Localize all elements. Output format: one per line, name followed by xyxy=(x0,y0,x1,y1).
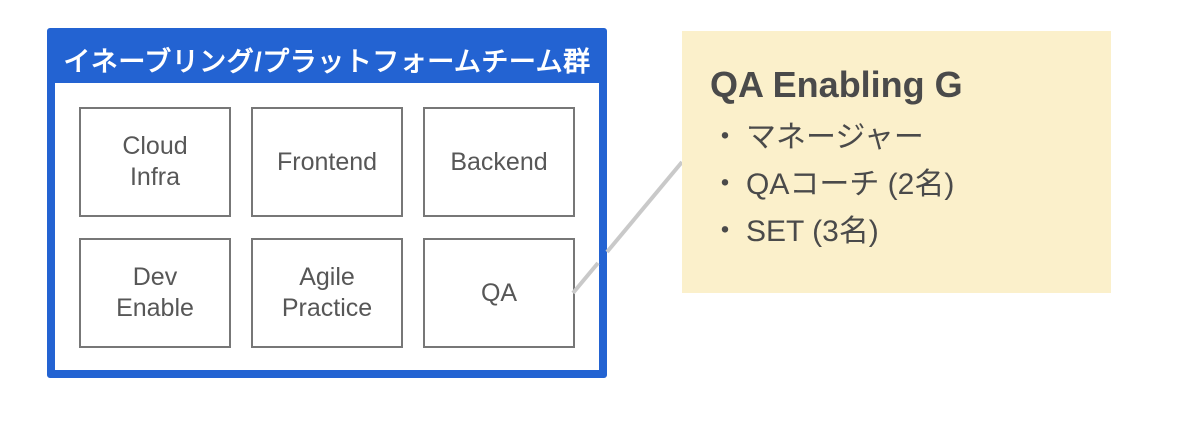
enabling-platform-team-group-box: イネーブリング/プラットフォームチーム群 Cloud Infra Fronten… xyxy=(47,28,607,378)
note-item: ・ SET (3名) xyxy=(710,208,1083,255)
bullet-dot: ・ xyxy=(710,215,740,248)
team-box-qa: QA xyxy=(423,238,575,348)
note-title: QA Enabling G xyxy=(710,64,963,105)
connector-segment-outer xyxy=(605,160,684,254)
note-item-label: QAコーチ (2名) xyxy=(746,168,955,201)
note-list: ・ マネージャー ・ QAコーチ (2名) ・ SET (3名) xyxy=(710,114,1083,255)
qa-enabling-note-box: QA Enabling G ・ マネージャー ・ QAコーチ (2名) ・ SE… xyxy=(682,31,1111,293)
team-box-cloud-infra: Cloud Infra xyxy=(79,107,231,217)
bullet-dot: ・ xyxy=(710,168,740,201)
team-box-dev-enable: Dev Enable xyxy=(79,238,231,348)
note-item: ・ マネージャー xyxy=(710,114,1083,161)
bullet-dot: ・ xyxy=(710,121,740,154)
team-box-agile-practice: Agile Practice xyxy=(251,238,403,348)
note-item: ・ QAコーチ (2名) xyxy=(710,161,1083,208)
note-item-label: SET (3名) xyxy=(746,215,879,248)
team-box-frontend: Frontend xyxy=(251,107,403,217)
team-box-backend: Backend xyxy=(423,107,575,217)
org-box-title: イネーブリング/プラットフォームチーム群 xyxy=(54,35,600,83)
team-grid: Cloud Infra Frontend Backend Dev Enable … xyxy=(55,107,599,348)
note-item-label: マネージャー xyxy=(746,121,924,154)
